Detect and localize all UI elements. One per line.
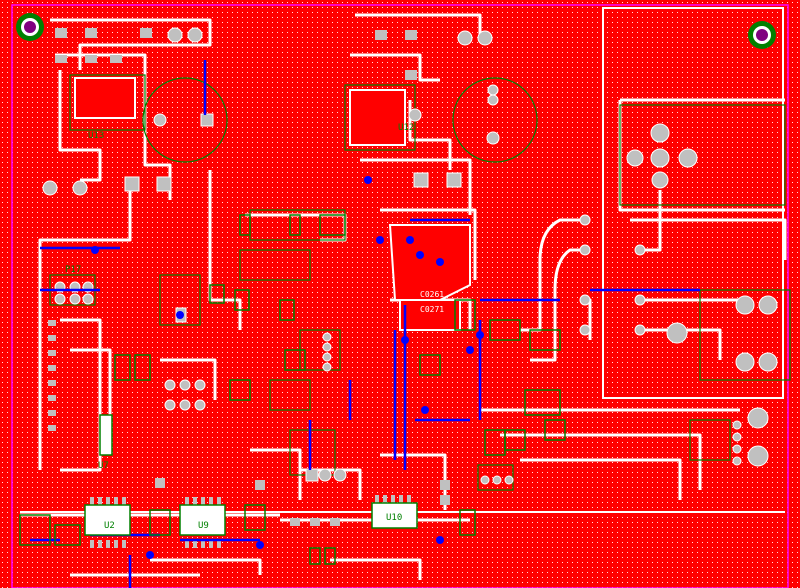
- ic-u9: [179, 504, 226, 536]
- vias: [91, 176, 484, 559]
- keepout-region-right: [602, 7, 784, 399]
- through-hole-pads: [42, 27, 778, 485]
- board-outline: [11, 4, 789, 588]
- label-p17: P17: [65, 265, 81, 275]
- label-u7: U7: [98, 461, 109, 471]
- smd-pads: [48, 28, 450, 548]
- label-u10: U10: [386, 513, 402, 523]
- label-c0261: C0261: [420, 290, 444, 299]
- label-u12: U12: [398, 123, 414, 133]
- silkscreen: [49, 74, 791, 491]
- label-u2: U2: [104, 521, 115, 531]
- mounting-hole-top-left: [16, 13, 44, 41]
- component-labels: U13 U12 P17 U2 U9 U10 U7: [65, 123, 414, 531]
- ic-bodies: [84, 414, 418, 536]
- label-u13: U13: [88, 131, 104, 141]
- ic-u2: [84, 504, 131, 536]
- capacitor-labels: C0261 C0271: [420, 290, 444, 314]
- ic-u7: [99, 414, 113, 456]
- ic-u10: [371, 502, 418, 529]
- label-u9: U9: [198, 521, 209, 531]
- smd-components: [19, 214, 566, 565]
- mounting-hole-top-right: [748, 21, 776, 49]
- label-c0271: C0271: [420, 305, 444, 314]
